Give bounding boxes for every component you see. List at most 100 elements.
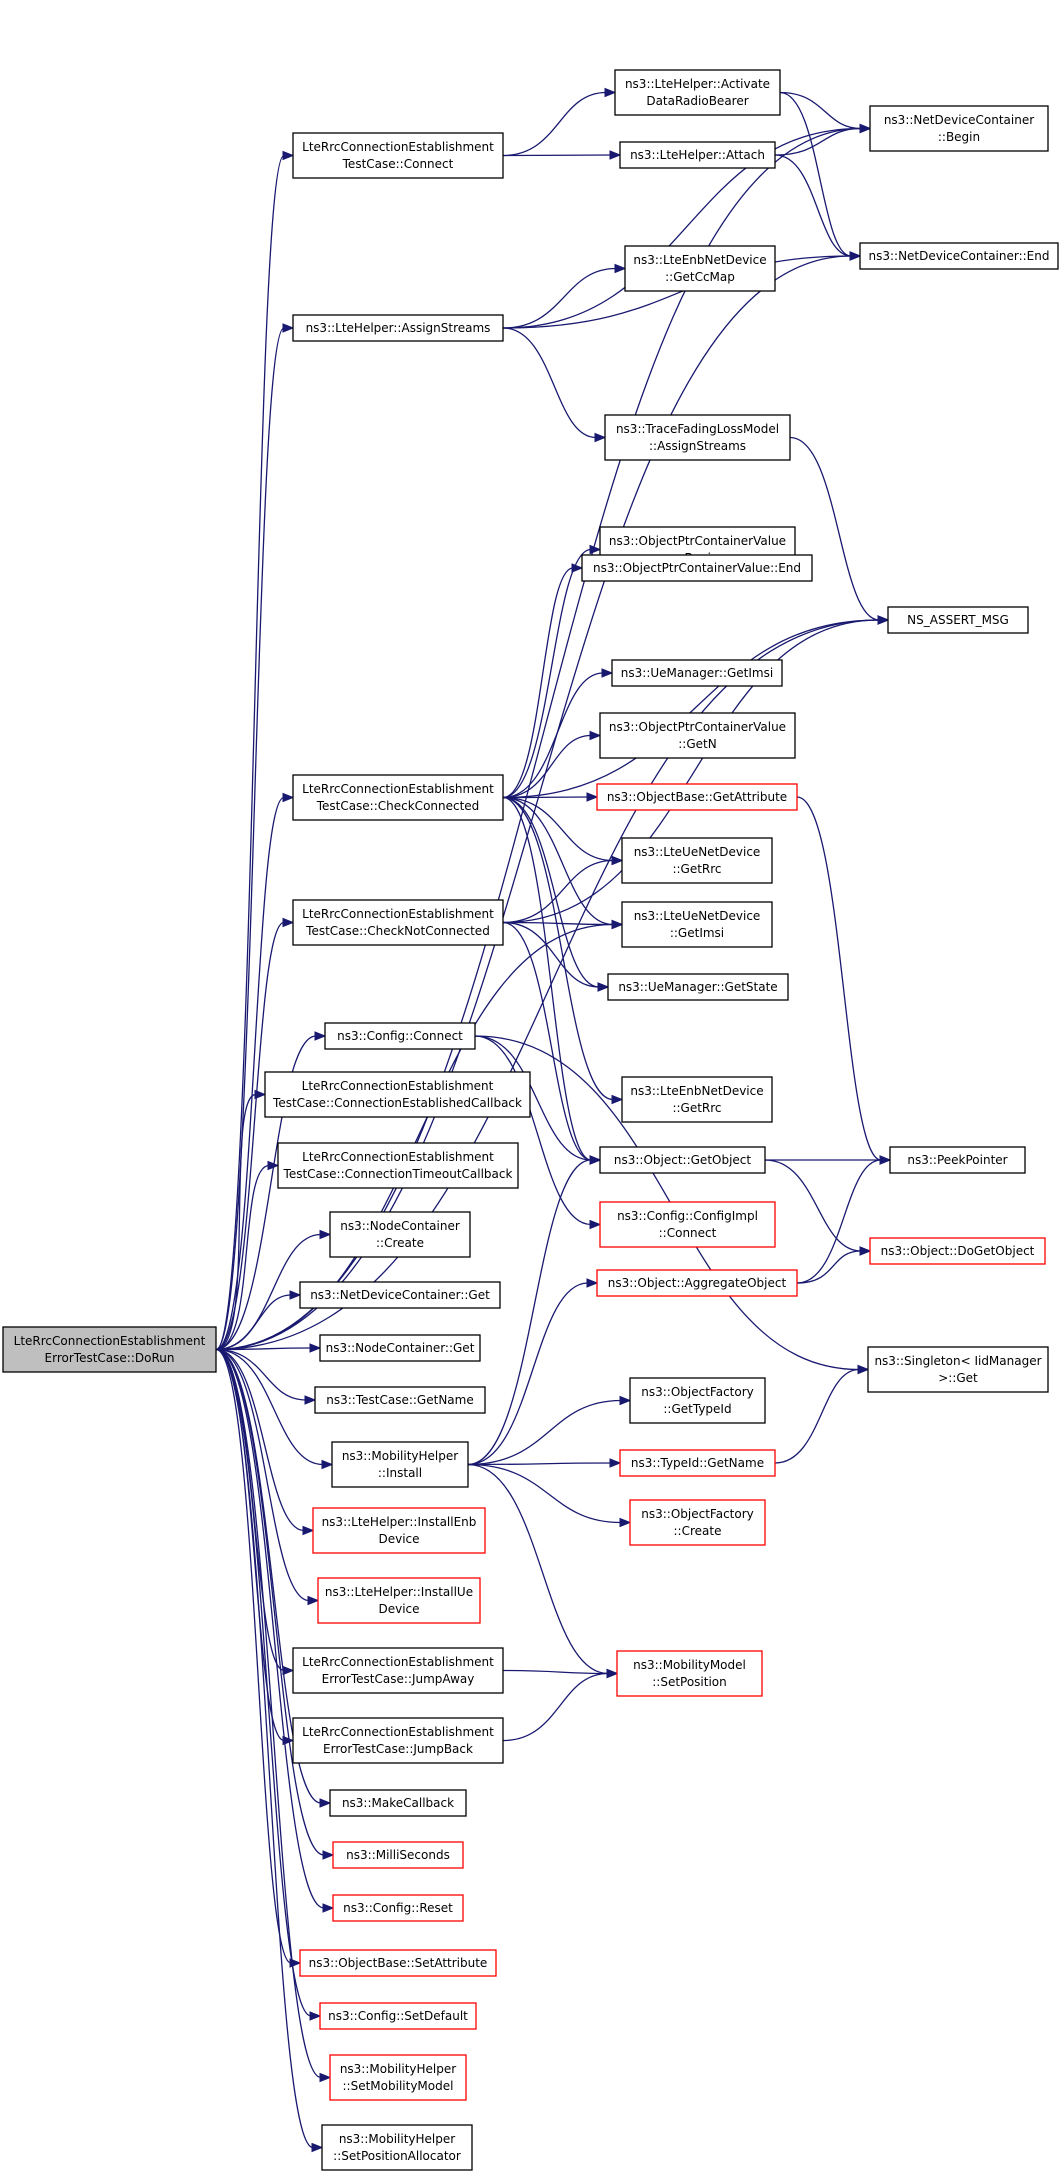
- graph-node-n28[interactable]: LteRrcConnectionEstablishmentTestCase::C…: [277, 1142, 519, 1189]
- call-edge: [215, 1348, 322, 2079]
- node-label-line: ErrorTestCase::JumpBack: [323, 1742, 473, 1756]
- arrowhead: [877, 615, 890, 625]
- call-edge: [467, 1463, 622, 1524]
- call-edge: [215, 1093, 257, 1351]
- graph-node-n21[interactable]: ns3::PeekPointer: [889, 1146, 1026, 1174]
- node-box: [867, 1346, 1049, 1393]
- arrowhead: [619, 1517, 632, 1528]
- graph-node-n31[interactable]: ns3::NodeContainer::Get: [319, 1334, 481, 1362]
- node-label-line: ::SetPosition: [652, 1675, 727, 1689]
- node-box: [329, 1211, 471, 1258]
- graph-node-n19[interactable]: ns3::LteEnbNetDevice::GetRrc: [621, 1076, 773, 1123]
- graph-node-n4[interactable]: ns3::NetDeviceContainer::End: [859, 242, 1059, 270]
- graph-node-n27[interactable]: LteRrcConnectionEstablishmentTestCase::C…: [264, 1071, 531, 1118]
- call-edge: [215, 1348, 324, 1466]
- graph-node-n16[interactable]: ns3::LteUeNetDevice::GetRrc: [621, 837, 773, 884]
- node-box: [332, 1894, 464, 1922]
- graph-node-n22[interactable]: ns3::Object::DoGetObject: [869, 1237, 1046, 1265]
- graph-node-n29[interactable]: ns3::NodeContainer::Create: [329, 1211, 471, 1258]
- node-label-line: ns3::ObjectBase::GetAttribute: [607, 790, 787, 804]
- node-box: [599, 1201, 776, 1248]
- call-edge: [467, 1282, 589, 1466]
- graph-node-n37[interactable]: ns3::ObjectFactory::Create: [629, 1499, 766, 1546]
- arrowhead: [267, 1160, 280, 1171]
- node-label-line: ::Install: [378, 1466, 422, 1480]
- graph-node-n35[interactable]: ns3::ObjectFactory::GetTypeId: [629, 1377, 766, 1424]
- call-edge: [502, 619, 880, 799]
- call-edge: [215, 923, 614, 1351]
- graph-node-n18[interactable]: ns3::UeManager::GetState: [607, 973, 789, 1001]
- graph-node-root[interactable]: LteRrcConnectionEstablishmentErrorTestCa…: [2, 1326, 217, 1373]
- call-edge: [502, 154, 612, 157]
- graph-node-n46[interactable]: ns3::ObjectBase::SetAttribute: [299, 1949, 497, 1977]
- graph-node-n34[interactable]: ns3::Object::AggregateObject: [596, 1269, 798, 1297]
- node-label-line: LteRrcConnectionEstablishment: [302, 907, 494, 921]
- node-label-line: ns3::LteUeNetDevice: [634, 845, 761, 859]
- graph-node-n14[interactable]: ns3::ObjectPtrContainerValue::GetN: [599, 712, 796, 759]
- node-label-line: ns3::UeManager::GetState: [618, 980, 777, 994]
- node-label-line: LteRrcConnectionEstablishment: [302, 1079, 494, 1093]
- arrowhead: [314, 1031, 327, 1041]
- graph-node-n5[interactable]: ns3::LteHelper::Attach: [619, 141, 776, 169]
- graph-node-n33[interactable]: ns3::MobilityHelper::Install: [331, 1441, 469, 1488]
- node-box: [599, 1146, 766, 1174]
- node-box: [859, 242, 1059, 270]
- graph-node-n30[interactable]: ns3::NetDeviceContainer::Get: [299, 1281, 501, 1309]
- graph-node-n20[interactable]: ns3::Object::GetObject: [599, 1146, 766, 1174]
- graph-node-n8[interactable]: ns3::TraceFadingLossModel::AssignStreams: [604, 414, 791, 461]
- graph-node-n6[interactable]: ns3::LteHelper::AssignStreams: [292, 314, 504, 342]
- graph-node-n1[interactable]: LteRrcConnectionEstablishmentTestCase::C…: [292, 132, 504, 179]
- arrowhead: [322, 1850, 335, 1860]
- node-box: [869, 105, 1049, 152]
- graph-node-n7[interactable]: ns3::LteEnbNetDevice::GetCcMap: [624, 245, 776, 292]
- graph-node-n42[interactable]: LteRrcConnectionEstablishmentErrorTestCa…: [292, 1717, 504, 1764]
- graph-node-n41[interactable]: LteRrcConnectionEstablishmentErrorTestCa…: [292, 1647, 504, 1694]
- graph-node-n12[interactable]: ns3::ObjectPtrContainerValue::End: [581, 554, 813, 582]
- graph-node-n45[interactable]: ns3::Config::Reset: [332, 1894, 464, 1922]
- graph-node-n23[interactable]: LteRrcConnectionEstablishmentTestCase::C…: [292, 899, 504, 946]
- graph-node-n17[interactable]: ns3::LteUeNetDevice::GetImsi: [621, 901, 773, 948]
- arrowhead: [586, 792, 599, 802]
- node-label-line: ::GetTypeId: [663, 1402, 731, 1416]
- node-box: [277, 1142, 519, 1189]
- graph-node-n13[interactable]: ns3::UeManager::GetImsi: [611, 659, 783, 687]
- node-box: [889, 1146, 1026, 1174]
- node-label-line: LteRrcConnectionEstablishment: [302, 1655, 494, 1669]
- graph-node-n24[interactable]: ns3::Config::Connect: [324, 1022, 476, 1050]
- call-edge: [502, 796, 592, 1161]
- graph-node-n38[interactable]: ns3::MobilityModel::SetPosition: [616, 1650, 763, 1697]
- node-label-line: ns3::LteUeNetDevice: [634, 909, 761, 923]
- node-label-line: ::Connect: [659, 1226, 717, 1240]
- graph-node-n3[interactable]: ns3::NetDeviceContainer::Begin: [869, 105, 1049, 152]
- node-label-line: Device: [378, 1602, 419, 1616]
- graph-node-n10[interactable]: LteRrcConnectionEstablishmentTestCase::C…: [292, 774, 504, 821]
- call-edge: [796, 796, 882, 1161]
- graph-node-n44[interactable]: ns3::MilliSeconds: [332, 1841, 464, 1869]
- node-box: [292, 774, 504, 821]
- node-label-line: ns3::NodeContainer: [340, 1219, 460, 1233]
- graph-node-n25[interactable]: ns3::Config::ConfigImpl::Connect: [599, 1201, 776, 1248]
- node-label-line: ns3::MobilityHelper: [339, 2132, 455, 2146]
- graph-node-n47[interactable]: ns3::Config::SetDefault: [319, 2002, 477, 2030]
- arrowhead: [307, 1595, 320, 1606]
- graph-node-n36[interactable]: ns3::TypeId::GetName: [619, 1449, 776, 1477]
- graph-node-n15[interactable]: ns3::ObjectBase::GetAttribute: [596, 783, 798, 811]
- node-label-line: ns3::Object::AggregateObject: [608, 1276, 787, 1290]
- arrowhead: [589, 544, 602, 555]
- graph-node-n26[interactable]: ns3::Singleton< IidManager>::Get: [867, 1346, 1049, 1393]
- graph-node-n9[interactable]: NS_ASSERT_MSG: [887, 606, 1029, 634]
- call-edge: [467, 1399, 622, 1466]
- node-label-line: ns3::NodeContainer::Get: [326, 1341, 475, 1355]
- node-label-line: ns3::MakeCallback: [342, 1796, 454, 1810]
- call-edge: [215, 1348, 292, 1964]
- call-edge: [502, 619, 880, 924]
- graph-node-n48[interactable]: ns3::MobilityHelper::SetMobilityModel: [329, 2054, 467, 2101]
- call-edge: [502, 796, 614, 862]
- graph-node-n32[interactable]: ns3::TestCase::GetName: [314, 1386, 486, 1414]
- graph-node-n49[interactable]: ns3::MobilityHelper::SetPositionAllocato…: [321, 2124, 473, 2171]
- call-edge: [215, 1348, 325, 1856]
- graph-node-n43[interactable]: ns3::MakeCallback: [329, 1789, 467, 1817]
